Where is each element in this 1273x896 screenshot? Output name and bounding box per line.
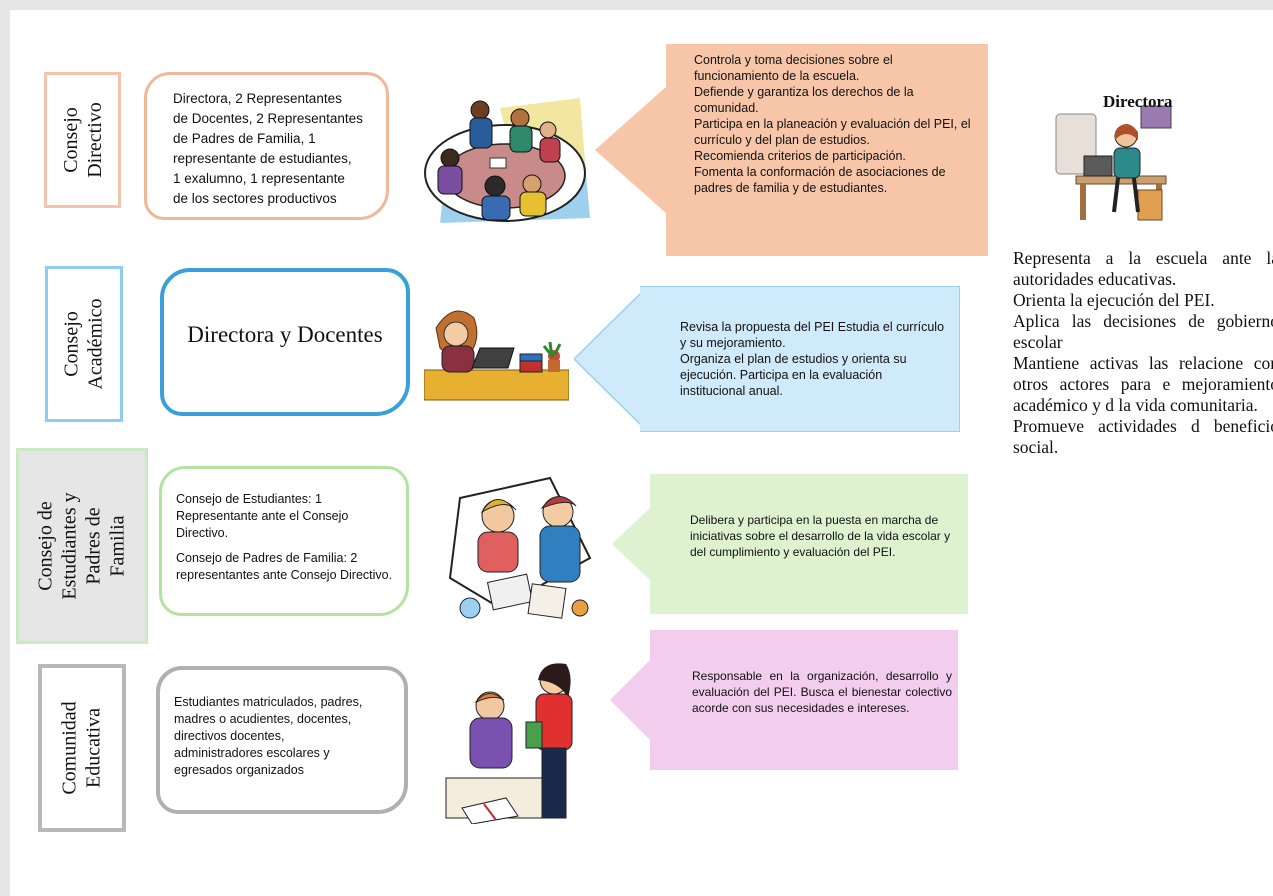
council-title-line: Padres de bbox=[83, 507, 105, 585]
council-title-directivo: Consejo Directivo bbox=[59, 102, 107, 178]
functions-box-estudiantes-padres: Delibera y participa en la puesta en mar… bbox=[650, 474, 968, 614]
members-line: Directora, 2 Representantes bbox=[173, 91, 342, 106]
function-line: Recomienda criterios de participación. bbox=[694, 149, 906, 163]
members-line: de Docentes, 2 Representantes bbox=[173, 111, 363, 126]
council-title-line: Familia bbox=[107, 515, 129, 577]
function-line: Organiza el plan de estudios y orienta s… bbox=[680, 352, 907, 398]
council-title-line: Consejo bbox=[59, 107, 82, 173]
director-function-line: Mantiene activas las relacione con otros… bbox=[1013, 353, 1273, 415]
council-title-comunidad: Comunidad Educativa bbox=[58, 701, 106, 794]
director-function-line: Orienta la ejecución del PEI. bbox=[1013, 290, 1215, 310]
function-line: Responsable en la organización, desarrol… bbox=[692, 669, 952, 715]
functions-box-comunidad: Responsable en la organización, desarrol… bbox=[650, 630, 958, 770]
arrow-comunidad bbox=[610, 658, 652, 742]
council-title-line: Consejo de bbox=[35, 501, 57, 591]
teacher-student-illustration bbox=[445, 663, 573, 824]
council-title-line: Consejo bbox=[61, 311, 84, 377]
function-line: Controla y toma decisiones sobre el func… bbox=[694, 53, 893, 83]
members-line: Consejo de Estudiantes: 1 Representante … bbox=[176, 492, 349, 540]
council-title-line: Educativa bbox=[83, 708, 105, 788]
members-line: Directora y Docentes bbox=[187, 322, 383, 347]
function-line: Delibera y participa en la puesta en mar… bbox=[690, 513, 951, 559]
teacher-laptop-illustration bbox=[424, 310, 569, 401]
council-title-estudiantes-padres: Consejo de Estudiantes y Padres de Famil… bbox=[34, 492, 130, 599]
parent-student-illustration bbox=[448, 476, 592, 619]
arrow-directivo bbox=[595, 86, 667, 214]
council-title-academico: Consejo Académico bbox=[60, 298, 108, 389]
arrow-estudiantes-padres bbox=[612, 504, 654, 584]
diagram-page: Consejo Directivo Directora, 2 Represent… bbox=[10, 10, 1273, 896]
members-box-estudiantes-padres: Consejo de Estudiantes: 1 Representante … bbox=[159, 466, 409, 616]
director-functions: Representa a la escuela ante la autorida… bbox=[1013, 248, 1273, 458]
function-line: Revisa la propuesta del PEI Estudia el c… bbox=[680, 320, 945, 350]
meeting-illustration bbox=[424, 98, 590, 223]
members-line: de Padres de Familia, 1 bbox=[173, 131, 316, 146]
function-line: Participa en la planeación y evaluación … bbox=[694, 117, 971, 147]
council-title-line: Estudiantes y bbox=[59, 492, 81, 600]
functions-box-directivo: Controla y toma decisiones sobre el func… bbox=[666, 44, 988, 256]
director-function-line: Representa a la escuela ante la autorida… bbox=[1013, 248, 1273, 289]
members-line: Consejo de Padres de Familia: 2 represen… bbox=[176, 551, 393, 582]
director-desk-illustration bbox=[1055, 105, 1172, 221]
council-title-line: Académico bbox=[85, 298, 108, 390]
members-line: Estudiantes matriculados, padres, madres… bbox=[174, 695, 363, 777]
members-box-academico: Directora y Docentes bbox=[160, 268, 410, 416]
director-function-line: Aplica las decisiones de gobierno escola… bbox=[1013, 311, 1273, 352]
council-title-box-directivo: Consejo Directivo bbox=[44, 72, 121, 208]
council-title-box-estudiantes-padres: Consejo de Estudiantes y Padres de Famil… bbox=[16, 448, 148, 644]
functions-box-academico: Revisa la propuesta del PEI Estudia el c… bbox=[640, 286, 960, 432]
function-line: Fomenta la conformación de asociaciones … bbox=[694, 165, 946, 195]
members-box-directivo: Directora, 2 Representantes de Docentes,… bbox=[144, 72, 389, 220]
members-line: de los sectores productivos bbox=[173, 191, 337, 206]
director-function-line: Promueve actividades d beneficio social. bbox=[1013, 416, 1273, 457]
council-title-line: Directivo bbox=[83, 102, 106, 178]
members-line: representante de estudiantes, bbox=[173, 151, 352, 166]
members-line: 1 exalumno, 1 representante bbox=[173, 171, 345, 186]
members-box-comunidad: Estudiantes matriculados, padres, madres… bbox=[156, 666, 408, 814]
director-title: Directora bbox=[1103, 92, 1173, 111]
council-title-box-academico: Consejo Académico bbox=[45, 266, 123, 422]
council-title-box-comunidad: Comunidad Educativa bbox=[38, 664, 126, 832]
council-title-line: Comunidad bbox=[59, 701, 81, 795]
function-line: Defiende y garantiza los derechos de la … bbox=[694, 85, 914, 115]
